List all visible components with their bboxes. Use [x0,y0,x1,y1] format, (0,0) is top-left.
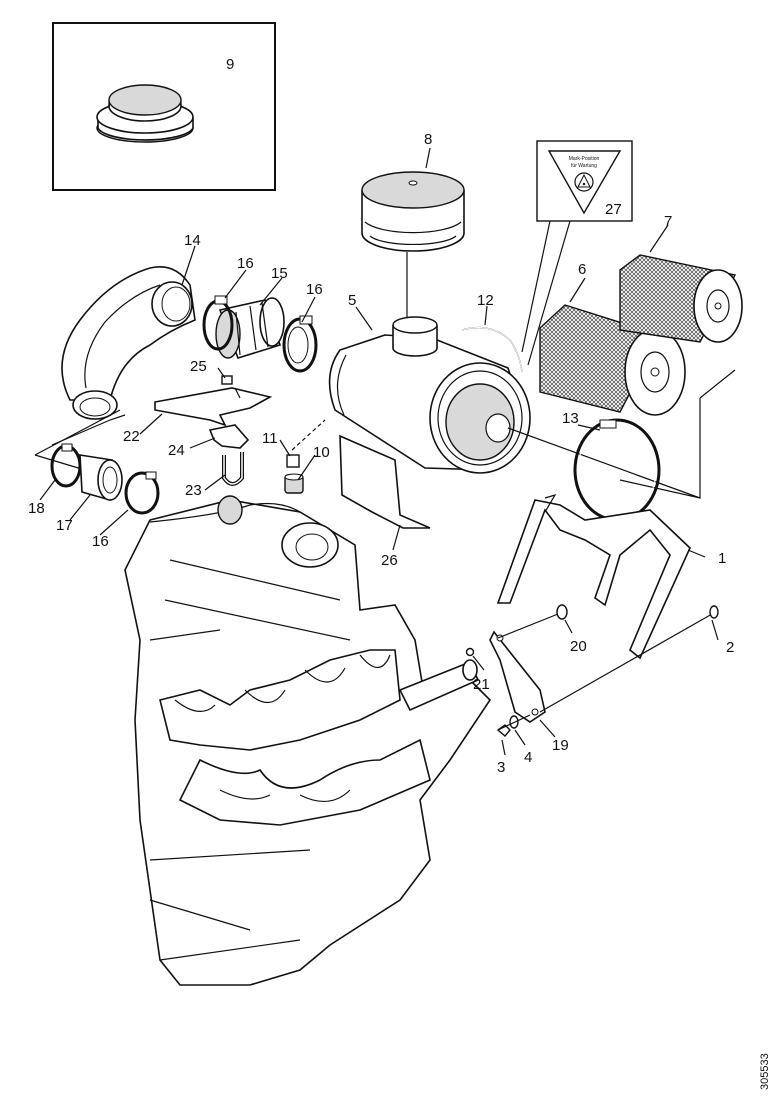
callout-8: 8 [424,131,432,148]
callout-16-a: 16 [237,255,254,272]
clip-part-24 [208,424,250,449]
callout-4: 4 [524,749,532,766]
callout-23: 23 [185,482,202,499]
callout-14: 14 [184,232,201,249]
nut-part-25 [221,375,233,385]
washer-part-4 [497,714,531,731]
callout-18: 18 [28,500,45,517]
bracket-part-22 [154,387,273,427]
callout-26: 26 [381,552,398,569]
callout-11: 11 [262,430,278,447]
cap-part-9 [96,84,194,143]
clamp-part-16-lower [124,471,160,515]
callout-19: 19 [552,737,569,754]
clamp-part-16-left [202,295,234,351]
nut-part-3 [496,724,511,737]
bolt-part-2 [539,605,719,713]
callout-12: 12 [477,292,494,309]
callout-21: 21 [473,676,490,693]
hose-part-15 [215,297,285,359]
lid-part-8 [361,171,465,318]
clamp-part-16-right [282,315,318,373]
callout-16-b: 16 [306,281,323,298]
callout-20: 20 [570,638,587,655]
leader-lines [39,147,719,756]
safety-element-part-7 [619,254,743,343]
callout-15: 15 [271,265,288,282]
drawing-number: 305533 [759,1053,771,1090]
callout-13: 13 [562,410,579,427]
washer-part-21 [465,647,475,657]
clamp-part-18 [50,443,82,488]
air-filter-housing-part-5 [328,316,701,529]
callout-27: 27 [605,201,622,218]
callout-17: 17 [56,517,73,534]
warning-label-line2: für Wartung [571,163,597,169]
u-bolt-part-23 [222,452,244,486]
callout-labels: 1 2 3 4 5 6 7 8 9 10 11 12 13 14 15 16 1… [28,56,734,776]
callout-22: 22 [123,428,140,445]
warning-triangle-icon [574,172,594,192]
clamp-band-part-13 [573,418,661,522]
hose-part-17 [79,454,123,502]
hose-part-12 [461,327,523,373]
callout-25: 25 [190,358,207,375]
engine-block [124,495,492,986]
callout-5: 5 [348,292,356,309]
callout-6: 6 [578,261,586,278]
warning-label-line1: Mark-Position [569,156,600,162]
callout-7: 7 [664,213,672,230]
warning-label-box-part-27: Mark-Position für Wartung [521,140,633,366]
callout-9: 9 [226,56,234,73]
callout-10: 10 [313,444,330,461]
callout-1: 1 [718,550,726,567]
bracket-part-1 [496,493,691,660]
elbow-hose-part-14 [34,266,196,471]
callout-3: 3 [497,759,505,776]
callout-16-c: 16 [92,533,109,550]
callout-2: 2 [726,639,734,656]
bolt-part-20 [497,604,568,639]
inset-box-part-9 [52,22,276,191]
callout-24: 24 [168,442,185,459]
indicator-part-11 [286,419,326,468]
mounting-plate-part-19 [489,630,546,723]
